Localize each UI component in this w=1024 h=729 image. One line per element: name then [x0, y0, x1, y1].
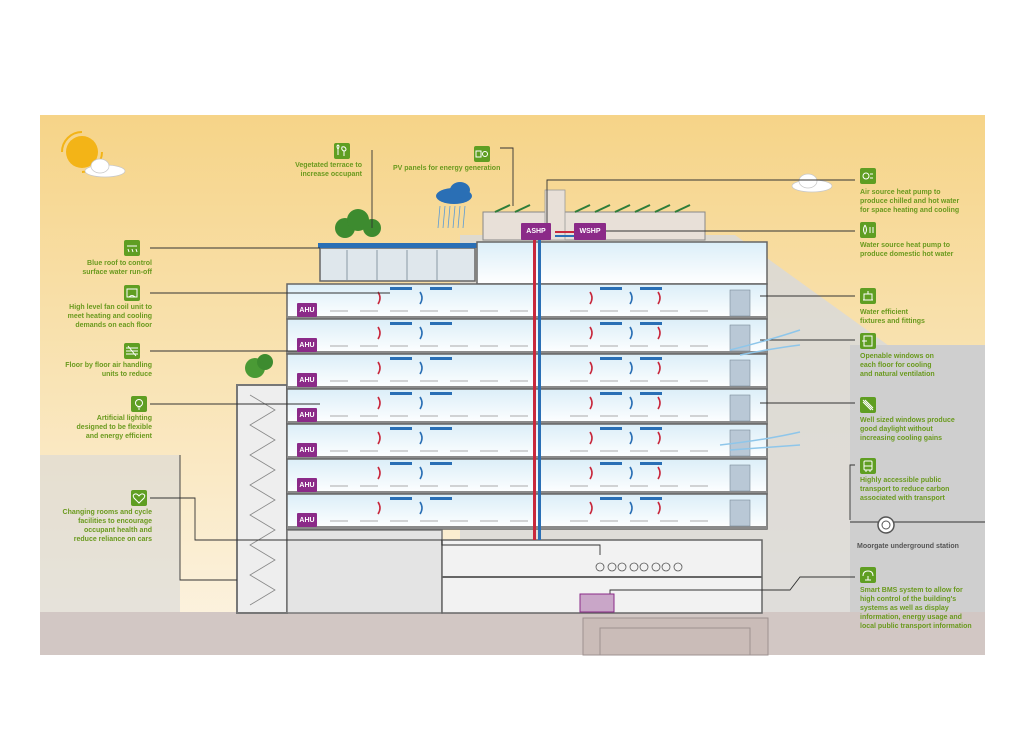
- tap-icon: [860, 288, 876, 304]
- floor-2: [286, 318, 768, 355]
- leader-lines: [150, 147, 985, 600]
- air-handling-icon: [124, 343, 140, 359]
- ahu-box: AHU: [297, 443, 317, 457]
- heart-icon: [131, 490, 147, 506]
- ahu-box: AHU: [297, 513, 317, 527]
- wshp-box: WSHP: [574, 223, 606, 240]
- heat-pump-icon: [860, 168, 876, 184]
- floor-3: [286, 353, 768, 390]
- blue-riser: [538, 240, 541, 540]
- ahu-box: AHU: [297, 478, 317, 492]
- pv-panels: [494, 204, 691, 213]
- rain-cloud: [436, 182, 472, 229]
- breeze-arrows: [719, 329, 801, 451]
- solar-panel-icon: [474, 146, 490, 162]
- floor-1: [286, 283, 768, 320]
- lightbulb-icon: [131, 396, 147, 412]
- bus-icon: [860, 458, 876, 474]
- ashp-box: ASHP: [521, 223, 551, 240]
- monitor-icon: [860, 567, 876, 583]
- floor-6: [286, 458, 768, 495]
- bms-screen: [579, 593, 615, 613]
- pv-panels-label: PV panels for energy generation: [393, 165, 501, 172]
- lower-block: [286, 529, 443, 614]
- red-riser: [533, 240, 536, 540]
- ahu-box: AHU: [297, 338, 317, 352]
- basement-well: [582, 617, 769, 656]
- ahu-box: AHU: [297, 373, 317, 387]
- ahu-box: AHU: [297, 408, 317, 422]
- cloud: [84, 158, 833, 193]
- blue-roof: [318, 243, 478, 248]
- floor-5: [286, 423, 768, 460]
- rooftop-pavilion: [319, 247, 476, 282]
- office-floors: [286, 283, 768, 530]
- fan-coil-icon: [124, 285, 140, 301]
- terrace-trees: [245, 209, 381, 378]
- ground: [40, 612, 985, 655]
- floor-4: [286, 388, 768, 425]
- water-heat-pump-icon: [860, 222, 876, 238]
- station-label: Moorgate underground station: [857, 543, 959, 550]
- stair-core: [236, 384, 288, 614]
- top-floor: [476, 241, 768, 285]
- floor-7: [286, 493, 768, 530]
- ahu-box: AHU: [297, 303, 317, 317]
- rain-roof-icon: [124, 240, 140, 256]
- bicycles: [595, 562, 683, 572]
- window-icon: [860, 333, 876, 349]
- sun-window-icon: [860, 397, 876, 413]
- station-marker: [877, 516, 895, 534]
- leaf-tree-icon: [334, 143, 350, 159]
